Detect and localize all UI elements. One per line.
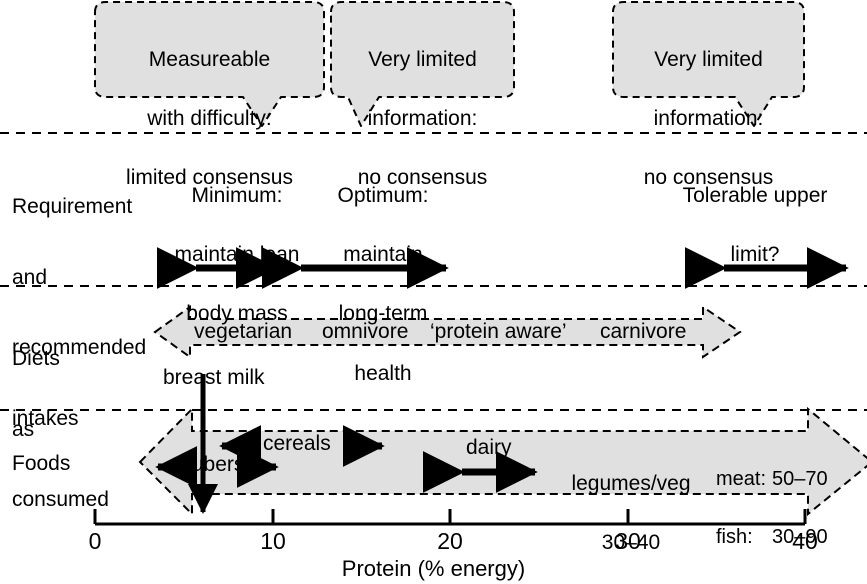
x-tick-label-0: 0 <box>88 528 102 554</box>
callout-very-limited-optimum-text: Very limited information: no consensus <box>357 47 488 190</box>
x-tick-label-30: 30 <box>615 528 641 554</box>
row-requirements-label: Requirement and recommended intakes <box>12 195 147 430</box>
table-row: fish: 30–90 <box>716 526 828 548</box>
food-cereals-label: cereals <box>263 432 331 455</box>
callout-measureable-text: Measureable with difficulty: limited con… <box>126 47 293 190</box>
callout-very-limited-upper <box>612 1 805 127</box>
diet-carnivore-label: carnivore <box>600 320 687 343</box>
meat-label: meat: <box>716 467 767 490</box>
fish-label: fish: <box>716 526 753 549</box>
diet-omnivore-label: omnivore <box>322 320 409 343</box>
food-dairy-label: dairy <box>466 436 512 459</box>
table-row: meat: 50–70 <box>716 468 828 490</box>
meat-value: 50–70 <box>772 467 828 490</box>
breast-milk-label: breast milk <box>163 366 265 389</box>
food-tubers-label: tubers <box>186 453 245 476</box>
x-tick-label-10: 10 <box>260 528 286 554</box>
callout-very-limited-upper-text: Very limited information: no consensus <box>643 47 774 190</box>
diets-spectrum-arrow <box>153 305 742 359</box>
diet-protein-aware-label: ‘protein aware’ <box>430 320 567 343</box>
x-tick-label-20: 20 <box>437 528 463 554</box>
protein-content-table: meat: 50–70 fish: 30–90 eggs: 40 <box>716 432 828 584</box>
food-legumes-label: legumes/veg 30–40 <box>571 471 691 555</box>
optimum-label: Optimum: maintain long-term health <box>337 183 429 385</box>
diet-vegetarian-label: vegetarian <box>194 320 293 343</box>
row-diets-label: Diets as consumed <box>12 347 109 512</box>
fish-value: 30–90 <box>772 526 828 549</box>
row-foods-label: Foods <box>12 452 71 475</box>
x-axis-title: Protein (% energy) <box>341 556 526 581</box>
minimum-label: Minimum: maintain lean body mass <box>174 183 300 326</box>
callout-very-limited-optimum <box>330 1 515 127</box>
tolerable-upper-limit-label: Tolerable upper limit? <box>682 183 828 267</box>
x-tick-label-40: 40 <box>792 528 818 554</box>
callout-measureable <box>94 1 325 127</box>
